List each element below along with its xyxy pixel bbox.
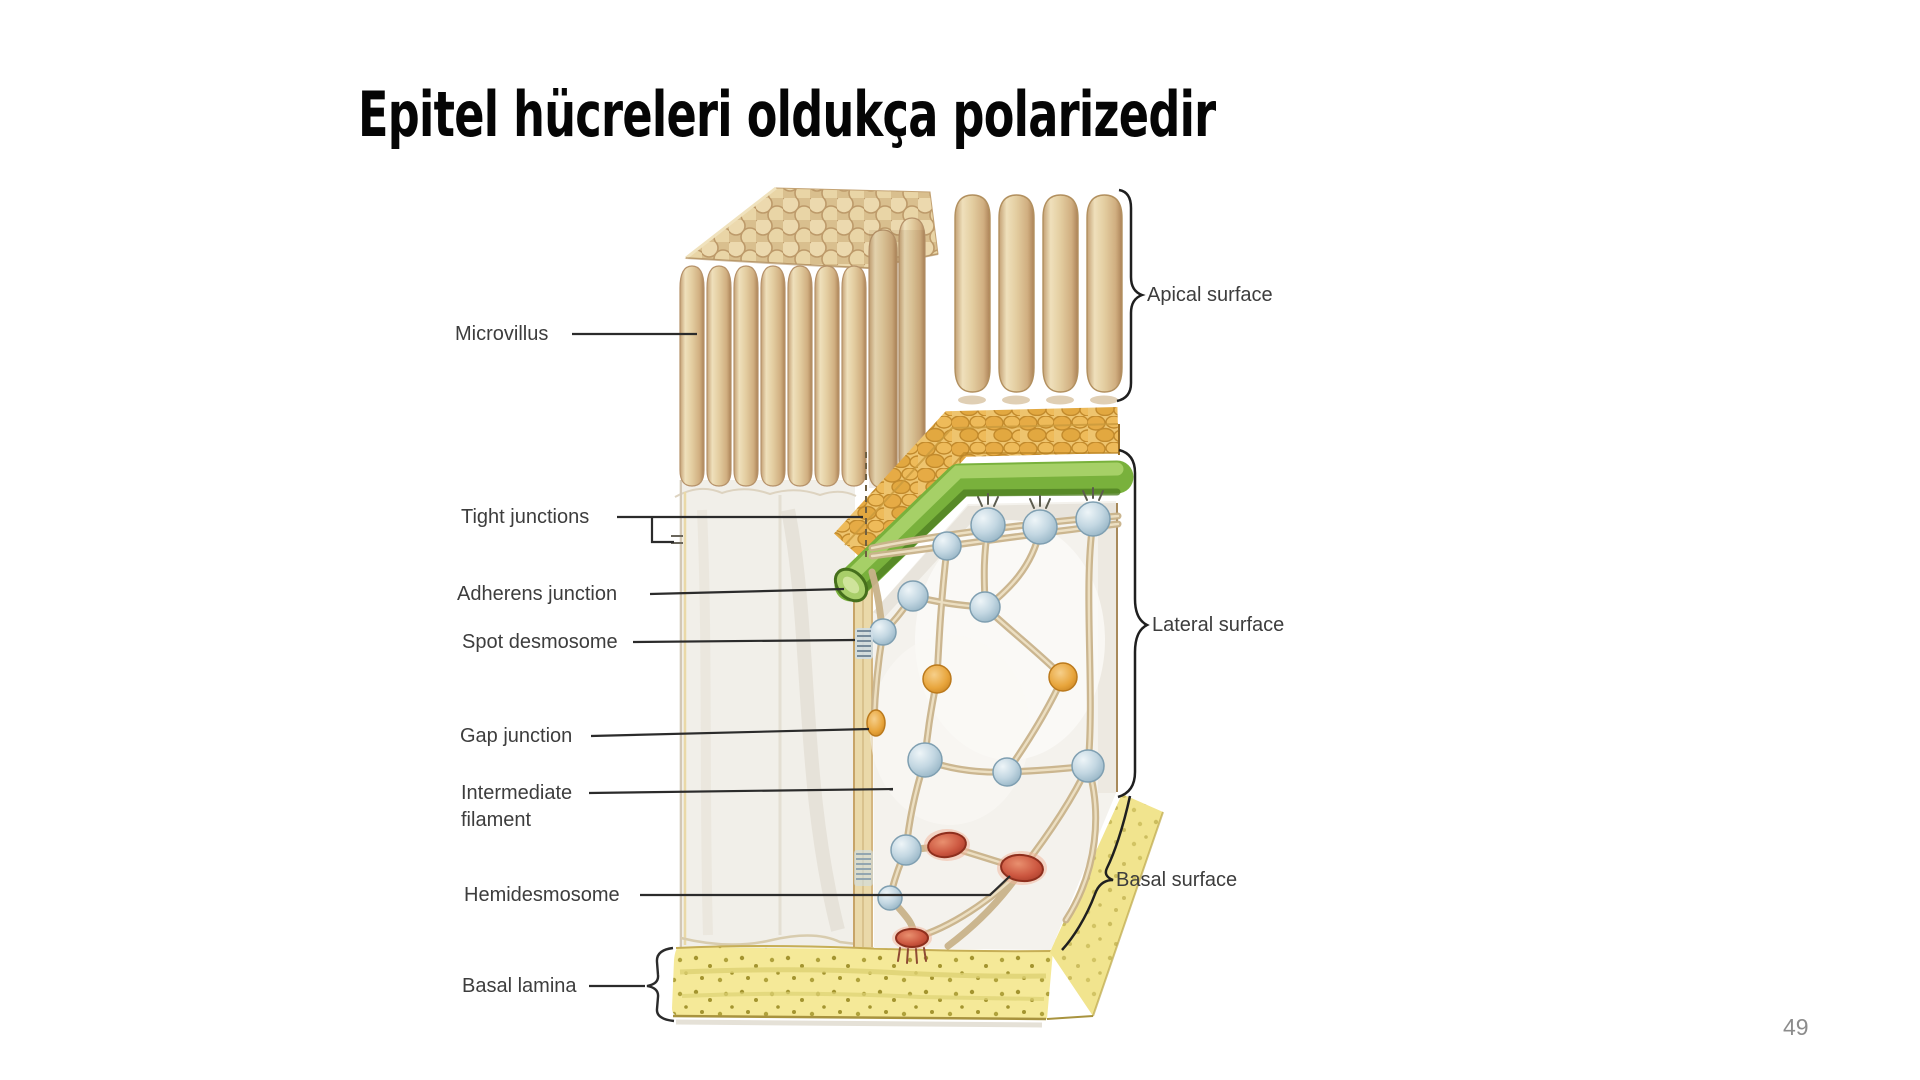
lateral-membrane	[853, 560, 873, 948]
basal-surface-bracket	[1061, 795, 1132, 951]
basal-lamina-brace	[646, 946, 675, 1023]
basal-lamina-layer	[672, 794, 1164, 1028]
leader-lines	[572, 332, 1011, 1023]
label-lateral-surface: Lateral surface	[1152, 614, 1285, 636]
label-spot-desmosome: Spot desmosome	[462, 631, 618, 653]
cutaway-face	[870, 501, 1118, 950]
gap-junctions	[866, 662, 1078, 737]
surface-brackets	[1061, 188, 1150, 951]
label-adherens-junction: Adherens junction	[457, 583, 618, 605]
label-gap-junction: Gap junction	[460, 725, 573, 747]
spot-desmosomes	[869, 501, 1111, 911]
hemidesmosomes	[892, 829, 1047, 964]
label-intermediate-filament: Intermediate filament	[461, 782, 573, 831]
label-basal-lamina: Basal lamina	[462, 975, 577, 997]
label-apical-surface: Apical surface	[1147, 284, 1273, 306]
label-basal-surface: Basal surface	[1116, 869, 1238, 891]
slide-title: Epitel hücreleri oldukça polarizedir	[358, 78, 1216, 151]
gap-junction-leader-line	[590, 727, 870, 738]
label-tight-junctions: Tight junctions	[461, 506, 590, 528]
anchoring-fibrils	[897, 947, 927, 964]
adherens-junction-end-cap	[833, 567, 869, 603]
tight-junctions-bracket-line	[650, 517, 674, 544]
lateral-surface-bracket	[1117, 448, 1150, 799]
intermediate-filament-leader-line	[588, 787, 894, 795]
page-number: 49	[1783, 1014, 1809, 1040]
label-hemidesmosome: Hemidesmosome	[464, 884, 620, 906]
apical-surface-bracket	[1116, 188, 1146, 403]
spot-desmosome-leader-line	[632, 638, 856, 644]
microvilli-front	[679, 265, 867, 487]
label-microvillus: Microvillus	[455, 323, 549, 345]
hemidesmosome-leader-line	[640, 875, 1011, 897]
desmosome-tufts	[977, 487, 1104, 509]
microvilli-right-block	[954, 194, 1123, 405]
cell-bodies	[674, 480, 857, 948]
membrane-desmosome-stripes	[671, 452, 873, 886]
adherens-junction-leader-line	[649, 587, 845, 596]
